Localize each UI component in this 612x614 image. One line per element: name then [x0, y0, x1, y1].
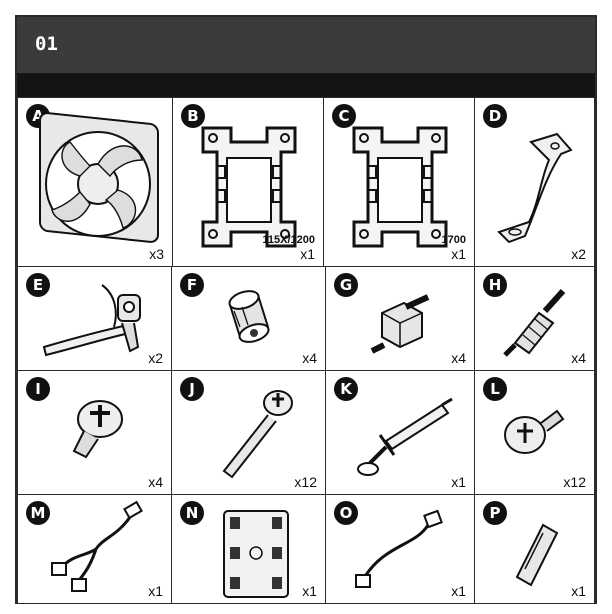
- part-c-socket-note: 1700: [442, 234, 466, 246]
- part-m-qty: x1: [148, 583, 163, 599]
- part-j-cell: J x12: [171, 370, 326, 495]
- part-p-cell: P x1: [474, 494, 595, 604]
- parts-frame: 01 A x3 B 115X/1200 x: [15, 15, 597, 604]
- part-m-cell: M x1: [17, 494, 172, 604]
- part-h-qty: x4: [571, 350, 586, 366]
- step-header: 01: [17, 17, 595, 73]
- part-p-qty: x1: [571, 583, 586, 599]
- part-h-cell: H x4: [474, 266, 595, 371]
- part-k-qty: x1: [451, 474, 466, 490]
- part-o-qty: x1: [451, 583, 466, 599]
- part-a-qty: x3: [149, 246, 164, 262]
- fan-icon: [18, 98, 173, 267]
- part-j-qty: x12: [294, 474, 317, 490]
- part-c-cell: C 1700 x1: [323, 97, 475, 267]
- part-b-qty: x1: [300, 246, 315, 262]
- part-d-cell: D x2: [474, 97, 595, 267]
- part-b-socket-note: 115X/1200: [262, 234, 315, 246]
- part-i-cell: I x4: [17, 370, 172, 495]
- part-g-cell: G x4: [325, 266, 475, 371]
- part-l-cell: L x12: [474, 370, 595, 495]
- part-e-qty: x2: [148, 350, 163, 366]
- part-a-cell: A x3: [17, 97, 173, 267]
- part-d-qty: x2: [571, 246, 586, 262]
- part-n-cell: N x1: [171, 494, 326, 604]
- part-l-qty: x12: [563, 474, 586, 490]
- header-bar: [17, 73, 595, 97]
- part-o-cell: O x1: [325, 494, 475, 604]
- part-c-qty: x1: [451, 246, 466, 262]
- part-k-cell: K x1: [325, 370, 475, 495]
- part-i-qty: x4: [148, 474, 163, 490]
- part-e-cell: E x2: [17, 266, 172, 371]
- part-n-qty: x1: [302, 583, 317, 599]
- step-number: 01: [35, 33, 58, 55]
- part-b-cell: B 115X/1200 x1: [172, 97, 324, 267]
- part-f-cell: F x4: [171, 266, 326, 371]
- part-f-qty: x4: [302, 350, 317, 366]
- mounting-bracket-icon: [475, 98, 595, 267]
- part-g-qty: x4: [451, 350, 466, 366]
